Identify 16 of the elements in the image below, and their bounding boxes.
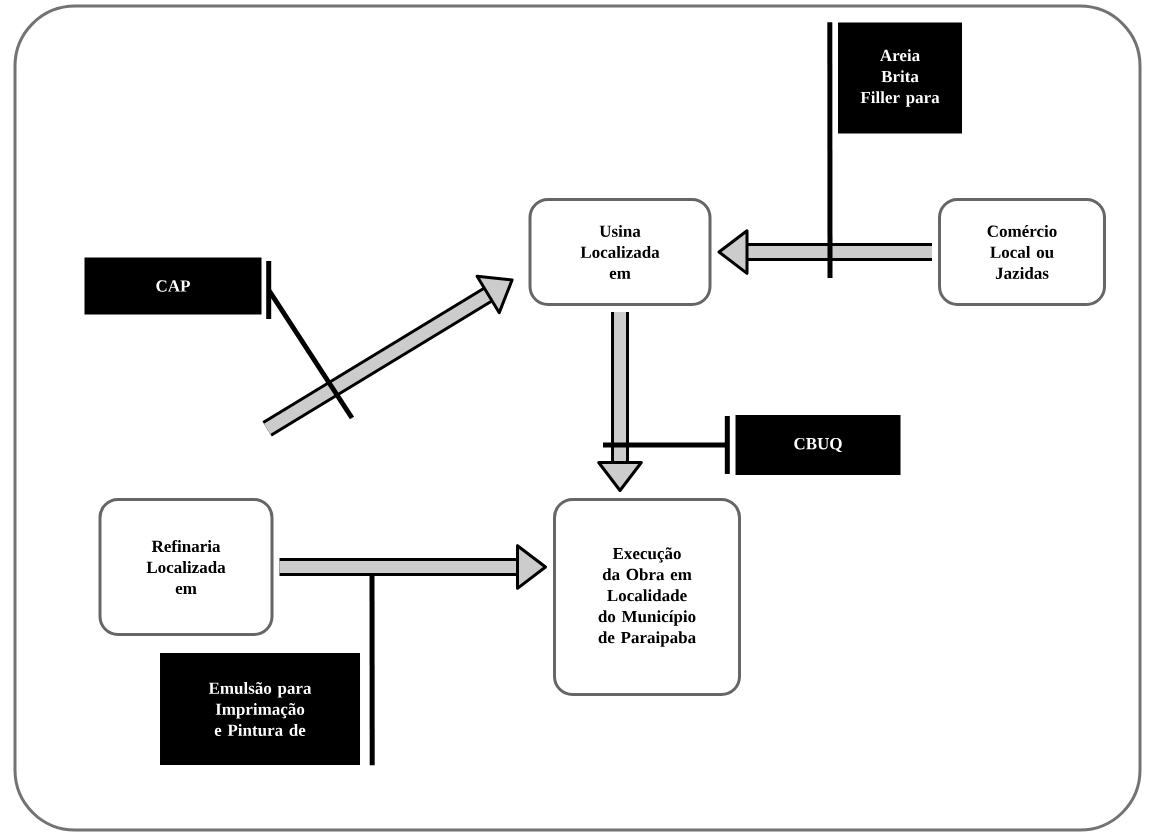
block-arrow	[262, 274, 514, 437]
label-box: CAP	[84, 257, 262, 315]
block-arrow	[279, 544, 547, 590]
leader-line	[827, 22, 833, 278]
process-box: Usina Localizada em	[528, 198, 712, 306]
leader-line	[369, 574, 375, 766]
label-box: Emulsão para Imprimação e Pintura de	[160, 653, 360, 765]
leader-line	[266, 258, 355, 421]
label-box: Areia Brita Filler para	[838, 22, 962, 134]
block-arrow	[717, 229, 932, 275]
block-arrow	[597, 312, 643, 492]
leader-line	[600, 413, 730, 477]
process-box: Refinaria Localizada em	[98, 498, 274, 636]
process-box: Comércio Local ou Jazidas	[938, 198, 1106, 306]
label-box: CBUQ	[735, 415, 901, 475]
process-box: Execução da Obra em Localidade do Município de Paraipaba	[553, 498, 741, 696]
